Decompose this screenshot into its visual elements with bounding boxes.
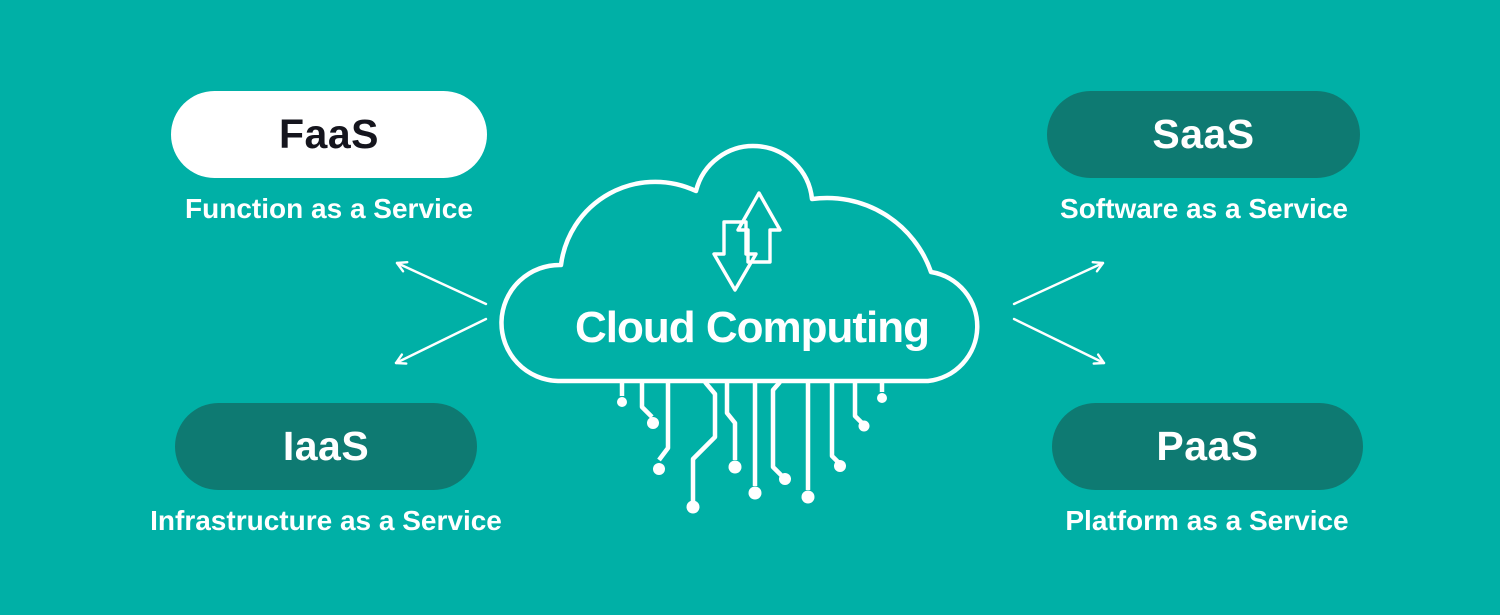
connector-arrows — [394, 261, 1106, 365]
sync-arrows-icon — [712, 191, 782, 292]
up-arrow-icon — [736, 191, 782, 264]
iaas-caption: Infrastructure as a Service — [150, 505, 502, 536]
arrow-to-faas-icon — [395, 261, 488, 306]
iaas-pill: IaaS — [175, 403, 477, 490]
arrow-to-saas-icon — [1012, 261, 1105, 306]
paas-caption: Platform as a Service — [1065, 505, 1349, 536]
cloud-outline-icon — [499, 143, 980, 384]
paas-pill-label: PaaS — [1156, 423, 1259, 469]
faas-pill-label: FaaS — [279, 111, 379, 157]
down-arrow-icon — [712, 220, 758, 292]
circuit-traces — [617, 380, 887, 514]
saas-pill: SaaS — [1047, 91, 1360, 178]
saas-pill-label: SaaS — [1152, 111, 1255, 157]
faas-pill: FaaS — [171, 91, 487, 178]
saas-caption: Software as a Service — [1060, 193, 1348, 224]
faas-caption: Function as a Service — [185, 193, 473, 224]
arrow-to-paas-icon — [1012, 317, 1106, 365]
cloud-title: Cloud Computing — [574, 303, 930, 352]
arrow-to-iaas-icon — [394, 317, 488, 365]
iaas-pill-label: IaaS — [282, 423, 370, 469]
paas-pill: PaaS — [1052, 403, 1363, 490]
